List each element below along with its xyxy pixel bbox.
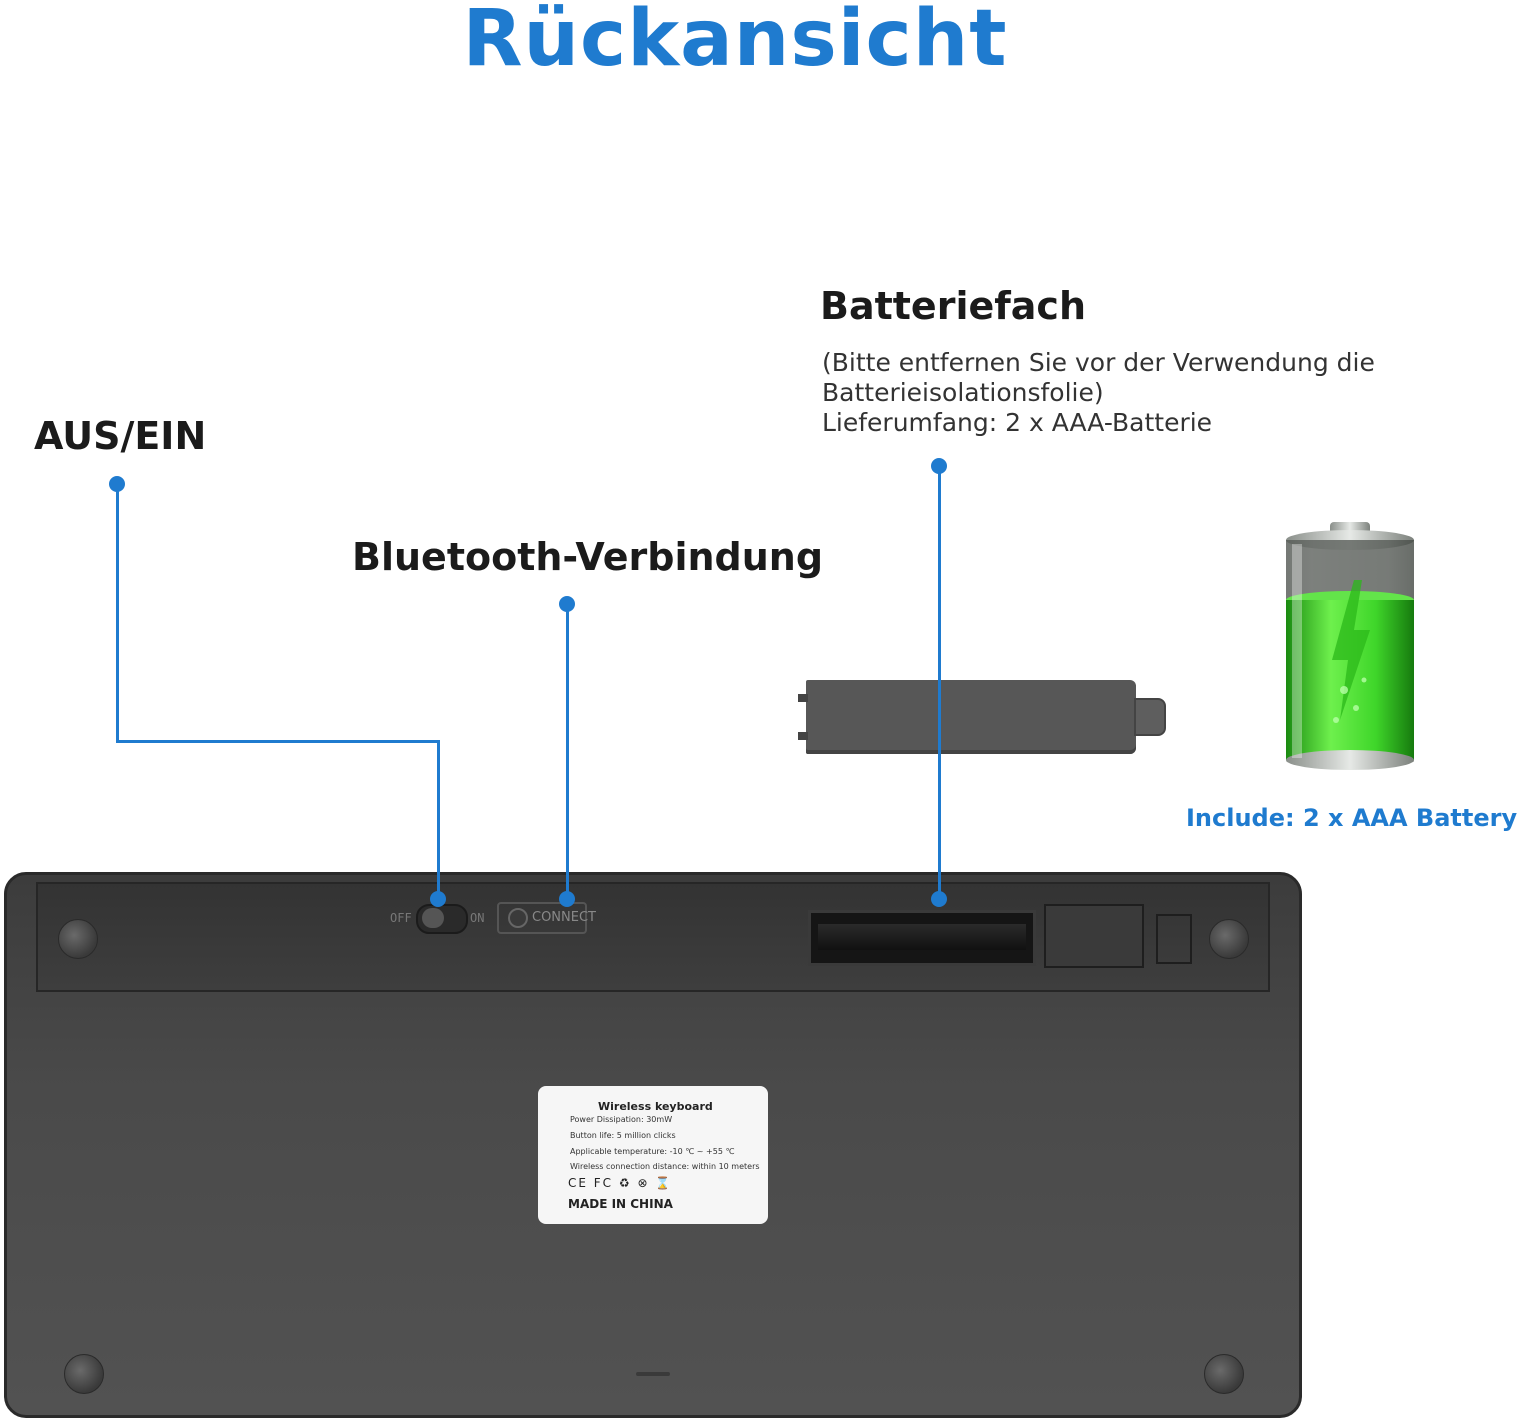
cover-notch [798, 694, 808, 702]
rubber-foot [1204, 1354, 1244, 1394]
connect-text: CONNECT [532, 910, 596, 925]
switch-off-text: OFF [390, 911, 412, 925]
sticker-title: Wireless keyboard [598, 1100, 713, 1113]
callout-line [566, 604, 569, 898]
callout-line [437, 740, 440, 898]
rubber-foot [1209, 919, 1249, 959]
power-label: AUS/EIN [34, 414, 207, 458]
battery-in-slot [818, 924, 1026, 950]
cover-notch [798, 732, 808, 740]
battery-cover-recess [1044, 904, 1144, 968]
certification-marks: CE FC ♻ ⊗ ⌛ [568, 1176, 673, 1190]
callout-line [116, 484, 119, 742]
made-in-text: MADE IN CHINA [568, 1197, 673, 1211]
sticker-line: Wireless connection distance: within 10 … [570, 1162, 760, 1171]
sticker-line: Button life: 5 million clicks [570, 1131, 676, 1140]
callout-dot [559, 891, 575, 907]
callout-dot [430, 891, 446, 907]
power-switch-knob[interactable] [422, 908, 444, 928]
battery-cover-tab [1134, 698, 1166, 736]
bottom-notch [636, 1372, 670, 1376]
battery-note-line1: (Bitte entfernen Sie vor der Verwendung … [822, 348, 1375, 377]
rubber-foot [64, 1354, 104, 1394]
callout-line [938, 466, 941, 898]
bluetooth-label: Bluetooth-Verbindung [352, 535, 824, 579]
battery-note-line3: Lieferumfang: 2 x AAA-Batterie [822, 408, 1213, 437]
battery-note-line2: Batterieisolationsfolie) [822, 378, 1104, 407]
page-title: Rückansicht [462, 0, 1008, 84]
product-label-sticker [538, 1086, 768, 1224]
callout-line [116, 740, 440, 743]
callout-dot [931, 891, 947, 907]
battery-icon [1286, 522, 1414, 770]
switch-on-text: ON [470, 911, 485, 925]
connect-button-frame [497, 902, 587, 934]
connect-button[interactable] [508, 908, 528, 928]
battery-cover [806, 680, 1136, 754]
battery-caption: Include: 2 x AAA Battery [1186, 804, 1517, 832]
battery-cover-clip [1156, 914, 1192, 964]
sticker-line: Applicable temperature: -10 ℃ ~ +55 ℃ [570, 1147, 735, 1156]
battery-compartment-label: Batteriefach [820, 284, 1086, 328]
sticker-line: Power Dissipation: 30mW [570, 1115, 673, 1124]
rubber-foot [58, 919, 98, 959]
lightning-icon [1332, 580, 1370, 720]
